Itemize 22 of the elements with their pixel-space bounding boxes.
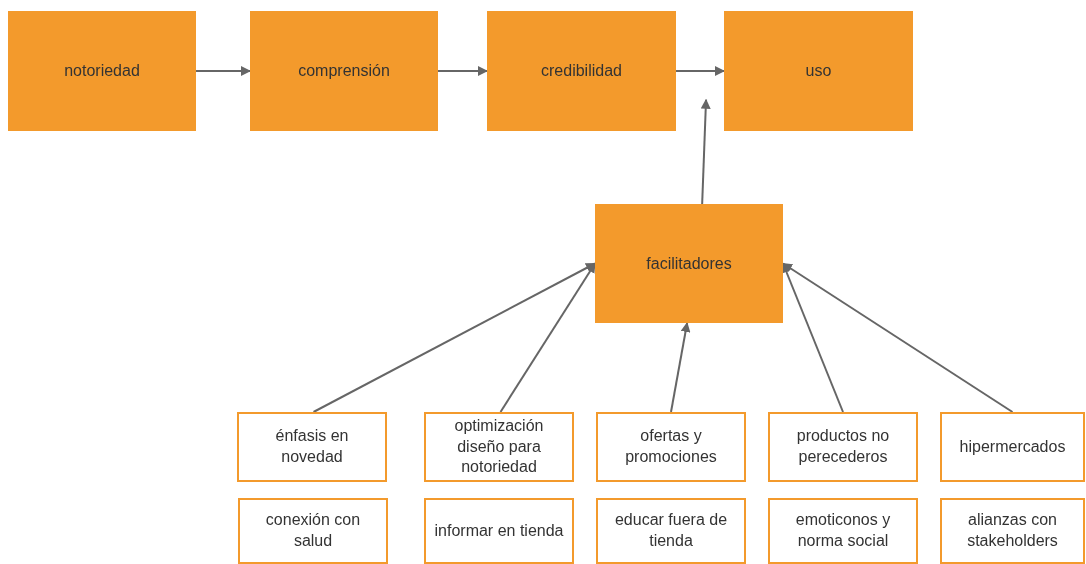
factor-box: educar fuera de tienda bbox=[596, 498, 746, 564]
factor-box: informar en tienda bbox=[424, 498, 574, 564]
stage-box: facilitadores bbox=[595, 204, 783, 323]
factor-box: conexión con salud bbox=[238, 498, 388, 564]
factor-box: productos no perecederos bbox=[768, 412, 918, 482]
factor-box: ofertas y promociones bbox=[596, 412, 746, 482]
factor-box: énfasis en novedad bbox=[237, 412, 387, 482]
stage-box: uso bbox=[724, 11, 913, 131]
arrow bbox=[312, 262, 596, 413]
arrow bbox=[675, 66, 725, 76]
factor-box: emoticonos y norma social bbox=[768, 498, 918, 564]
arrow bbox=[782, 262, 1014, 413]
factor-box: alianzas con stakeholders bbox=[940, 498, 1085, 564]
stage-box: notoriedad bbox=[8, 11, 196, 131]
arrow bbox=[670, 322, 691, 413]
arrow bbox=[195, 66, 251, 76]
stage-box: comprensión bbox=[250, 11, 438, 131]
factor-box: hipermercados bbox=[940, 412, 1085, 482]
arrow bbox=[700, 98, 711, 205]
arrow bbox=[437, 66, 488, 76]
factor-box: optimización diseño para notoriedad bbox=[424, 412, 574, 482]
stage-box: credibilidad bbox=[487, 11, 676, 131]
